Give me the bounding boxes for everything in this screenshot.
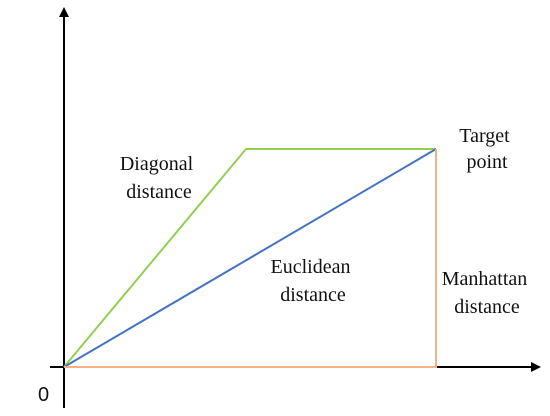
manhattan-label-line1: Manhattan	[442, 268, 528, 290]
diagonal-label-line1: Diagonal	[120, 153, 194, 175]
manhattan-label: Manhattan distance	[442, 268, 533, 318]
euclidean-label-line1: Euclidean	[271, 256, 351, 278]
euclidean-label-line2: distance	[280, 284, 346, 306]
target-point-label: Target point	[459, 125, 514, 173]
euclidean-label: Euclidean distance	[271, 256, 356, 306]
manhattan-label-line2: distance	[454, 296, 520, 318]
origin-label: 0	[38, 384, 49, 406]
euclidean-distance-path	[63, 148, 437, 368]
manhattan-distance-path	[64, 149, 437, 368]
diagonal-label-line2: distance	[126, 181, 192, 203]
target-point-label-line1: Target	[459, 125, 510, 147]
diagonal-distance-path	[63, 148, 436, 368]
diagonal-label: Diagonal distance	[120, 153, 198, 203]
target-point-label-line2: point	[466, 151, 508, 173]
